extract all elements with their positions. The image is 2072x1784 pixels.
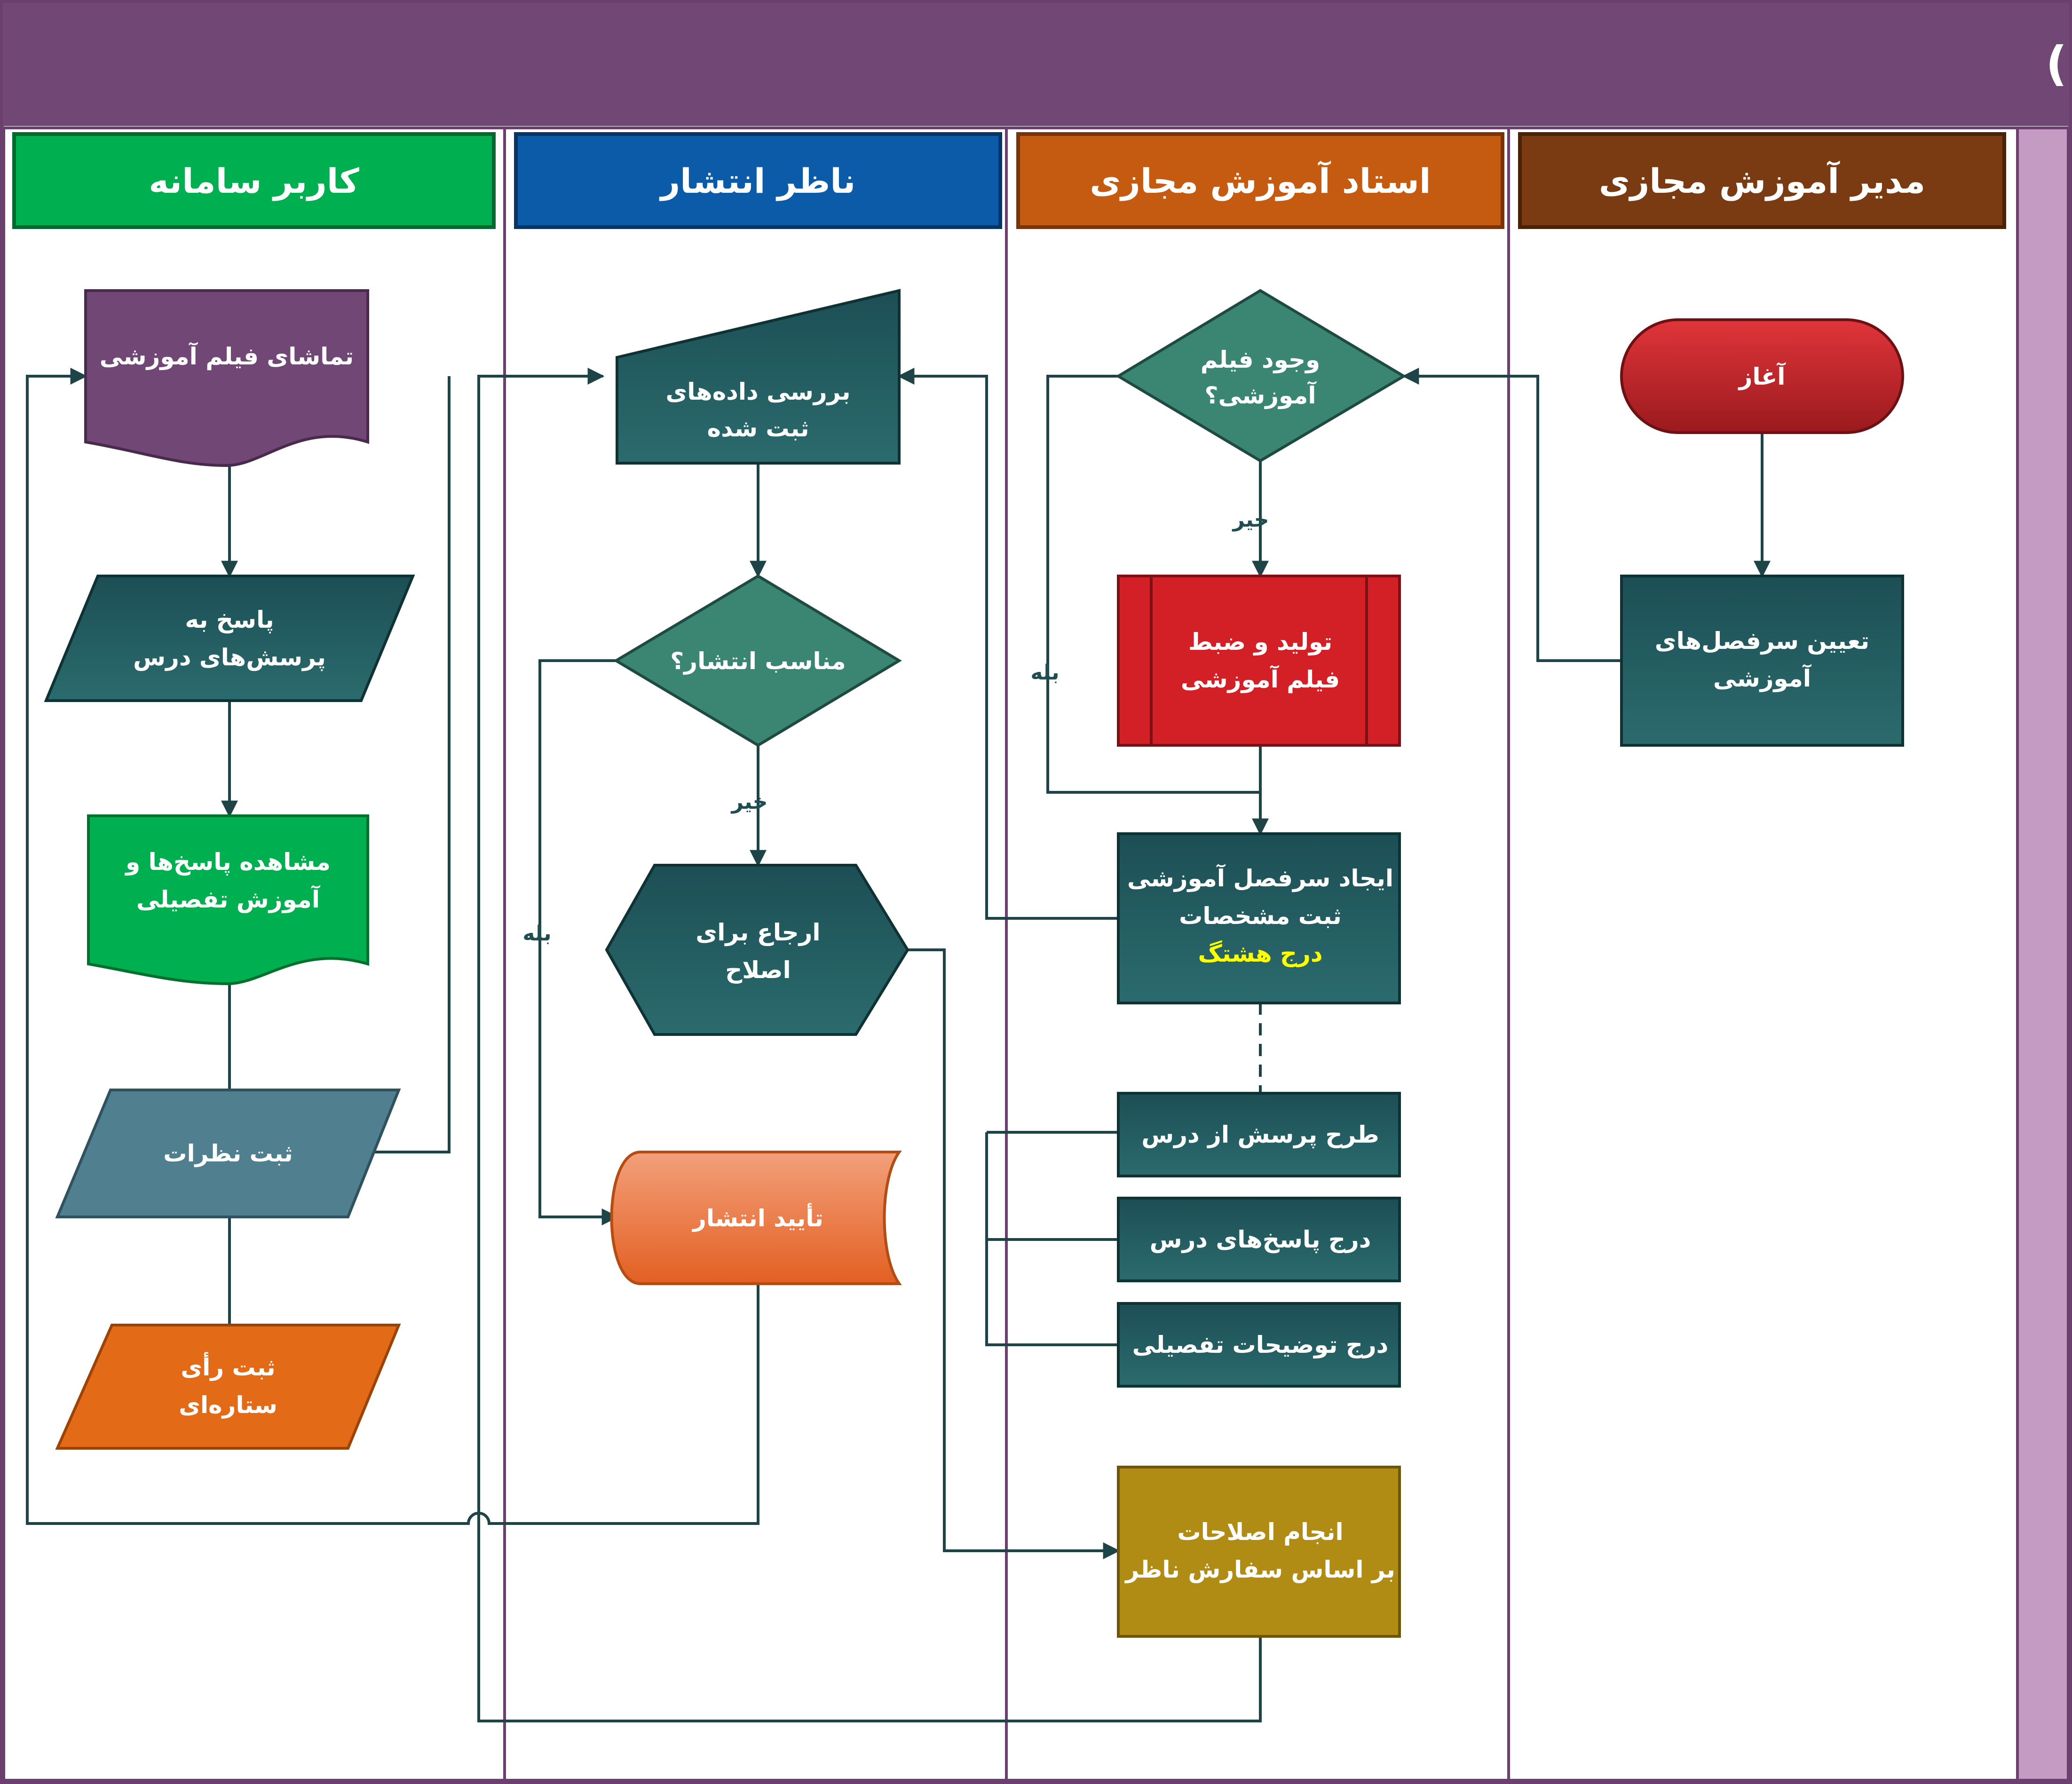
node-film-exists-line1: وجود فیلم — [1201, 346, 1320, 374]
edge-create-to-review — [897, 368, 1118, 920]
node-approve-text: تأیید انتشار — [691, 1203, 823, 1232]
node-produce-film-line2: فیلم آموزشی — [1181, 665, 1340, 694]
edge-comments-to-review — [362, 376, 451, 1153]
label-no-suitable: خیر — [730, 790, 767, 814]
edge-approve-to-watch — [26, 368, 759, 1525]
node-set-topics[interactable]: تعیین سرفصل‌های آموزشی — [1620, 575, 1904, 747]
node-produce-film-line1: تولید و ضبط — [1188, 628, 1332, 656]
node-set-topics-line2: آموزشی — [1713, 664, 1812, 693]
lane-header-reviewer: ناظر انتشار — [514, 132, 1002, 229]
lane-borders — [2, 126, 2019, 1782]
node-design-question[interactable]: طرح پرسش از درس — [1117, 1092, 1401, 1177]
lane-label-manager: مدیر آموزش مجازی — [1599, 160, 1925, 201]
label-yes-suitable: بله — [522, 922, 551, 946]
node-apply-fixes[interactable]: انجام اصلاحات بر اساس سفارش ناظر — [1117, 1466, 1401, 1638]
node-start[interactable]: آغاز — [1620, 318, 1904, 434]
node-answer-questions-line1: پاسخ به — [185, 606, 274, 634]
node-insert-details-text: درج توضیحات تفصیلی — [1132, 1331, 1389, 1359]
node-review-data[interactable]: بررسی داده‌های ثبت شده — [616, 289, 901, 465]
node-suitable-text: مناسب انتشار؟ — [670, 647, 846, 675]
node-create-topic-line1: ایجاد سرفصل آموزشی — [1127, 864, 1393, 892]
node-create-topic-line2: ثبت مشخصات — [1179, 902, 1342, 930]
node-insert-answers[interactable]: درج پاسخ‌های درس — [1117, 1197, 1401, 1282]
node-return-fix-line1: ارجاع برای — [696, 919, 820, 947]
node-watch-film-text: تماشای فیلم آموزشی — [100, 342, 354, 371]
node-view-answers-line2: آموزش تفصیلی — [136, 885, 321, 914]
node-return-fix[interactable]: ارجاع برای اصلاح — [605, 864, 909, 1036]
node-view-answers-line1: مشاهده پاسخ‌ها و — [124, 848, 331, 876]
side-strip — [2016, 126, 2070, 1782]
node-star-rating[interactable]: ثبت رأی ستاره‌ای — [55, 1324, 401, 1450]
edge-details-to-review — [985, 1132, 1118, 1346]
node-film-exists[interactable]: وجود فیلم آموزشی؟ — [1115, 289, 1407, 463]
edge-suitable-yes — [538, 659, 619, 1225]
node-submit-comments[interactable]: ثبت نظرات — [55, 1089, 401, 1218]
lane-header-user: کاربر سامانه — [12, 132, 496, 229]
node-create-topic-hashtag: درج هشتگ — [1198, 940, 1322, 967]
connectors: خیر بله خیر بله — [26, 368, 1771, 1722]
lane-label-reviewer: ناظر انتشار — [659, 161, 856, 201]
node-star-rating-line2: ستاره‌ای — [179, 1391, 277, 1419]
node-star-rating-line1: ثبت رأی — [181, 1352, 275, 1381]
node-return-fix-line2: اصلاح — [725, 956, 791, 984]
node-insert-answers-text: درج پاسخ‌های درس — [1150, 1226, 1371, 1254]
lane-header-teacher: استاد آموزش مجازی — [1016, 132, 1504, 229]
edge-topics-to-film-exists — [1402, 368, 1621, 662]
node-insert-details[interactable]: درج توضیحات تفصیلی — [1117, 1302, 1401, 1388]
title-bar — [3, 3, 2069, 126]
edge-fixes-to-review — [477, 368, 1262, 1722]
label-yes-film: بله — [1030, 661, 1059, 685]
node-answer-questions[interactable]: پاسخ به پرسش‌های درس — [44, 575, 415, 702]
node-design-question-text: طرح پرسش از درس — [1141, 1121, 1379, 1149]
label-no-film: خیر — [1232, 508, 1269, 532]
edge-return-to-fixes — [908, 948, 1120, 1559]
node-create-topic[interactable]: ایجاد سرفصل آموزشی ثبت مشخصات درج هشتگ — [1117, 832, 1401, 1004]
node-view-answers[interactable]: مشاهده پاسخ‌ها و آموزش تفصیلی — [87, 814, 369, 986]
node-apply-fixes-line1: انجام اصلاحات — [1177, 1518, 1343, 1546]
node-film-exists-line2: آموزشی؟ — [1205, 381, 1317, 410]
node-watch-film[interactable]: تماشای فیلم آموزشی — [84, 289, 369, 467]
node-review-data-line1: بررسی داده‌های — [665, 378, 850, 406]
node-set-topics-line1: تعیین سرفصل‌های — [1655, 627, 1869, 655]
page-title: فرآیند کاری فانوس – آموزش مجازی – نسخه ا… — [2046, 35, 2072, 92]
node-start-text: آغاز — [1738, 362, 1787, 390]
node-review-data-line2: ثبت شده — [707, 415, 809, 442]
node-approve[interactable]: تأیید انتشار — [610, 1151, 902, 1285]
lane-label-teacher: استاد آموزش مجازی — [1090, 160, 1431, 201]
node-submit-comments-text: ثبت نظرات — [163, 1140, 293, 1168]
lane-header-manager: مدیر آموزش مجازی — [1518, 132, 2006, 229]
node-answer-questions-line2: پرسش‌های درس — [133, 644, 326, 671]
node-apply-fixes-line2: بر اساس سفارش ناظر — [1124, 1556, 1395, 1584]
node-suitable[interactable]: مناسب انتشار؟ — [613, 574, 902, 747]
lane-label-user: کاربر سامانه — [149, 161, 359, 201]
node-produce-film[interactable]: تولید و ضبط فیلم آموزشی — [1117, 575, 1401, 747]
